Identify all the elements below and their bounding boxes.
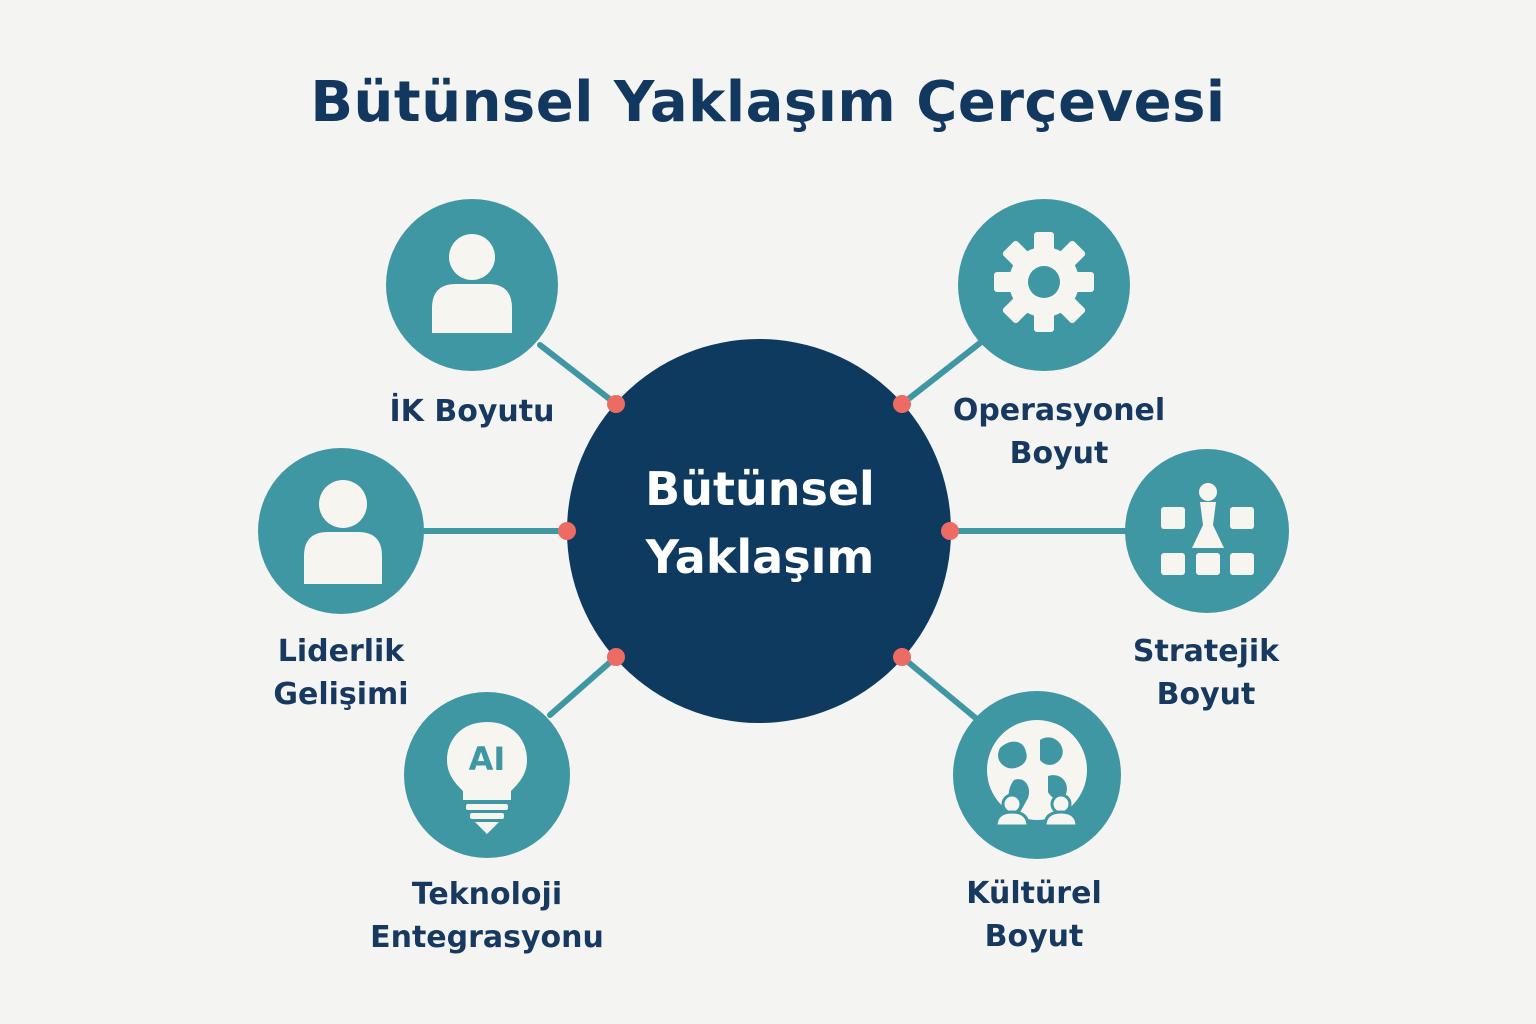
connection-dots — [558, 395, 959, 666]
dot-stratejik — [941, 522, 959, 540]
dot-kulturel — [893, 648, 911, 666]
dot-teknoloji — [607, 648, 625, 666]
dot-ik — [607, 395, 625, 413]
node-label-stratejik-line1: Stratejik — [1132, 634, 1280, 669]
globe-people-icon — [987, 720, 1087, 828]
node-label-stratejik: Stratejik Boyut — [1056, 630, 1356, 716]
node-label-ik-line1: İK Boyutu — [389, 394, 555, 429]
node-operasyonel — [958, 199, 1130, 371]
node-label-liderlik: Liderlik Gelişimi — [191, 630, 491, 716]
node-label-stratejik-line2: Boyut — [1156, 677, 1256, 712]
node-label-teknoloji-line2: Entegrasyonu — [370, 920, 604, 955]
person-icon — [304, 480, 382, 584]
node-liderlik-circle — [258, 448, 424, 614]
node-label-kulturel-line1: Kültürel — [966, 876, 1102, 911]
svg-text:AI: AI — [469, 740, 506, 778]
node-label-kulturel-line2: Boyut — [984, 919, 1084, 954]
node-label-operasyonel-line1: Operasyonel — [952, 393, 1166, 428]
connectors — [421, 340, 1129, 723]
page-title: Bütünsel Yaklaşım Çerçevesi — [310, 70, 1226, 135]
node-label-teknoloji: Teknoloji Entegrasyonu — [337, 873, 637, 959]
connector-ik — [537, 342, 619, 407]
ai-lightbulb-icon: AI — [447, 722, 527, 834]
connector-kulturel — [899, 654, 981, 723]
person-icon — [432, 234, 512, 333]
node-teknoloji: AI — [404, 692, 570, 858]
center-label: Bütünsel Yaklaşım — [568, 455, 952, 591]
dot-operasyonel — [893, 395, 911, 413]
node-label-operasyonel-line2: Boyut — [1009, 436, 1109, 471]
node-ik — [386, 199, 558, 371]
node-label-teknoloji-line1: Teknoloji — [411, 877, 563, 912]
center-label-line2: Yaklaşım — [645, 530, 875, 584]
node-label-kulturel: Kültürel Boyut — [884, 872, 1184, 958]
connector-teknoloji — [547, 654, 619, 718]
node-label-operasyonel: Operasyonel Boyut — [909, 389, 1209, 475]
connector-operasyonel — [899, 340, 983, 407]
chess-pawn-icon — [1161, 483, 1254, 575]
node-liderlik — [258, 448, 424, 614]
dot-liderlik — [558, 522, 576, 540]
center-label-line1: Bütünsel — [645, 462, 875, 516]
node-stratejik — [1125, 449, 1289, 613]
node-kulturel — [953, 691, 1121, 859]
node-label-liderlik-line2: Gelişimi — [273, 677, 409, 712]
gear-icon — [994, 232, 1094, 332]
center-circle — [567, 339, 951, 723]
node-label-ik: İK Boyutu — [322, 390, 622, 433]
node-label-liderlik-line1: Liderlik — [277, 634, 405, 669]
